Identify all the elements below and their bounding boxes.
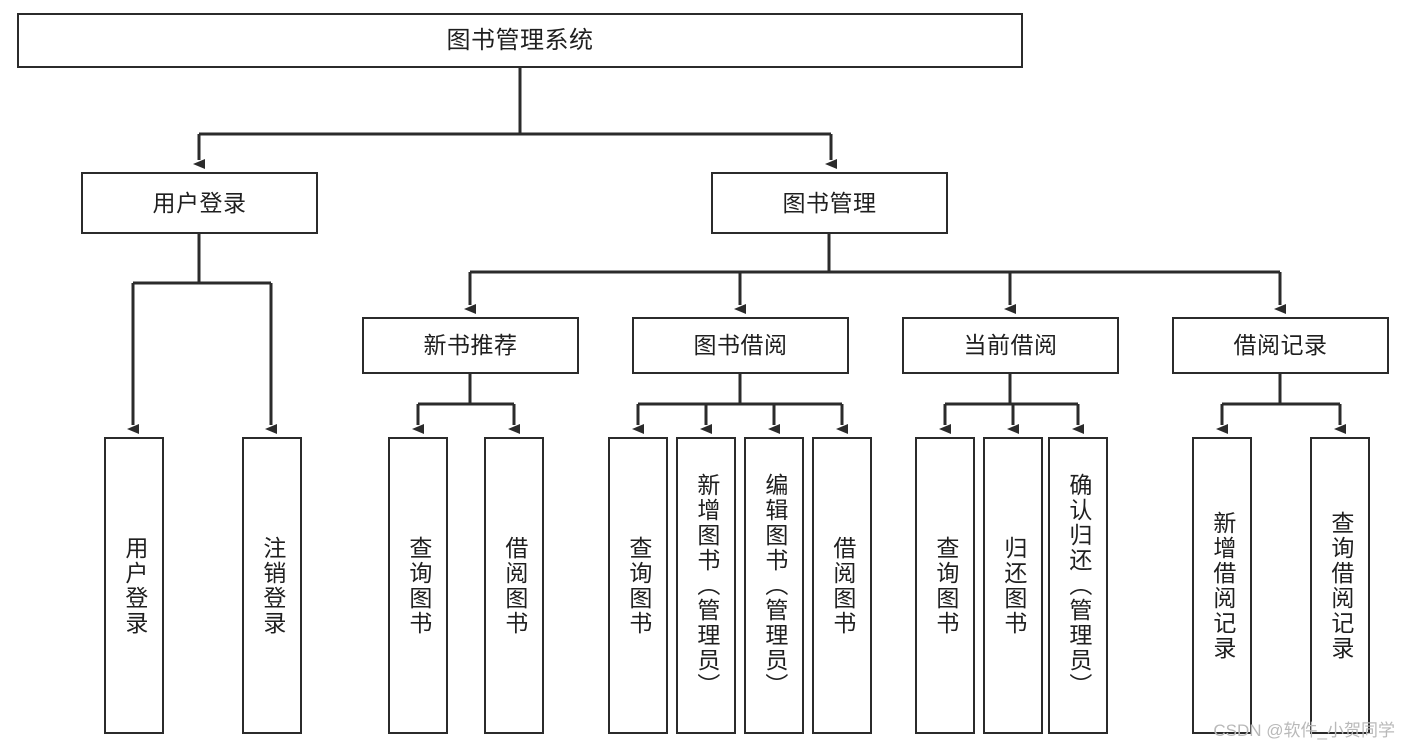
node-label: 当前借阅 <box>963 332 1058 359</box>
node-leaf-borrow-book-rec[interactable]: 借阅图书 <box>484 437 544 734</box>
node-leaf-query-book-rec[interactable]: 查询图书 <box>388 437 448 734</box>
node-borrow-record[interactable]: 借阅记录 <box>1172 317 1389 374</box>
node-label: 查询图书 <box>405 535 432 636</box>
node-label: 新增图书（管理员） <box>693 473 720 698</box>
node-leaf-add-record[interactable]: 新增借阅记录 <box>1192 437 1252 734</box>
node-label: 查询借阅记录 <box>1327 510 1354 661</box>
node-label: 编辑图书（管理员） <box>761 473 788 698</box>
node-label: 图书管理系统 <box>446 26 594 54</box>
node-current-borrow[interactable]: 当前借阅 <box>902 317 1119 374</box>
node-leaf-edit-book[interactable]: 编辑图书（管理员） <box>744 437 804 734</box>
node-leaf-borrow-book[interactable]: 借阅图书 <box>812 437 872 734</box>
node-label: 新增借阅记录 <box>1209 510 1236 661</box>
node-leaf-return-book[interactable]: 归还图书 <box>983 437 1043 734</box>
node-label: 用户登录 <box>121 535 148 636</box>
node-root[interactable]: 图书管理系统 <box>17 13 1023 68</box>
node-book-manage[interactable]: 图书管理 <box>711 172 948 234</box>
node-leaf-user-login[interactable]: 用户登录 <box>104 437 164 734</box>
node-label: 借阅图书 <box>501 535 528 636</box>
node-label: 借阅记录 <box>1233 332 1328 359</box>
node-label: 借阅图书 <box>829 535 856 636</box>
node-label: 确认归还（管理员） <box>1065 473 1092 698</box>
node-book-borrow[interactable]: 图书借阅 <box>632 317 849 374</box>
node-label: 图书管理 <box>782 189 877 216</box>
node-label: 查询图书 <box>625 535 652 636</box>
node-leaf-query-record[interactable]: 查询借阅记录 <box>1310 437 1370 734</box>
node-user-login[interactable]: 用户登录 <box>81 172 318 234</box>
node-label: 归还图书 <box>1000 535 1027 636</box>
node-label: 图书借阅 <box>693 332 788 359</box>
node-label: 查询图书 <box>932 535 959 636</box>
node-leaf-confirm-return[interactable]: 确认归还（管理员） <box>1048 437 1108 734</box>
node-leaf-add-book[interactable]: 新增图书（管理员） <box>676 437 736 734</box>
watermark-text: CSDN @软件_小贺同学 <box>1213 721 1395 740</box>
node-leaf-logout[interactable]: 注销登录 <box>242 437 302 734</box>
node-label: 新书推荐 <box>423 332 518 359</box>
node-label: 用户登录 <box>152 189 247 216</box>
node-new-book-recommend[interactable]: 新书推荐 <box>362 317 579 374</box>
node-leaf-query-book-borrow[interactable]: 查询图书 <box>608 437 668 734</box>
node-leaf-query-book-current[interactable]: 查询图书 <box>915 437 975 734</box>
node-label: 注销登录 <box>259 535 286 636</box>
